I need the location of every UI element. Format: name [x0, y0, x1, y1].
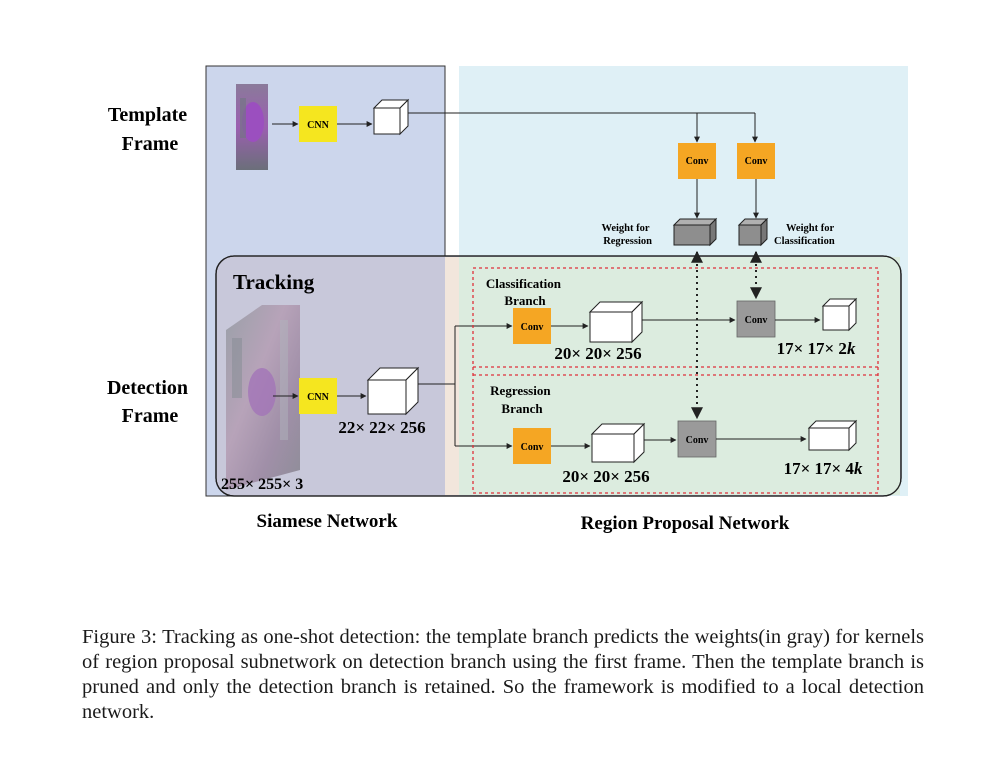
figure-caption: Figure 3: Tracking as one-shot detection… [82, 625, 924, 723]
reg-gray-conv-label: Conv [686, 435, 709, 446]
reg-feature-dims: 20× 20× 256 [562, 467, 649, 486]
rpn-label: Region Proposal Network [581, 513, 790, 534]
reg-gray-conv [677, 420, 717, 458]
template-reg-conv [678, 143, 716, 179]
detection-feature-dims: 22× 22× 256 [338, 418, 425, 437]
template-frame-label: Template Frame [108, 104, 192, 155]
cls-feature-dims: 20× 20× 256 [554, 344, 641, 363]
reg-conv [513, 428, 551, 464]
tracking-gap [445, 257, 459, 495]
cls-output-cube [821, 297, 858, 332]
classification-branch-label: Classification Branch [486, 276, 564, 308]
reg-conv-label: Conv [521, 442, 544, 453]
reg-output-dims: 17× 17× 4k [784, 459, 863, 478]
tracking-label: Tracking [233, 270, 315, 294]
cls-gray-conv [736, 300, 776, 338]
cls-conv-label: Conv [521, 322, 544, 333]
siamese-network-label: Siamese Network [257, 511, 398, 532]
detection-frame-label: Detection Frame [107, 377, 193, 427]
template-cnn-block [299, 106, 337, 142]
detection-image [226, 305, 300, 490]
weight-regression-cube [672, 217, 718, 247]
template-feature-cube [372, 98, 410, 136]
rpn-dashed-box [472, 267, 879, 494]
weight-classification-label: Weight for Classification [774, 223, 837, 247]
cls-gray-conv-label: Conv [745, 315, 768, 326]
weight-regression-label: Weight for Regression [601, 223, 652, 247]
template-cls-conv-label: Conv [745, 156, 768, 167]
template-cls-conv [737, 143, 775, 179]
regression-branch-label: Regression Branch [490, 383, 554, 416]
cls-output-dims: 17× 17× 2k [777, 339, 856, 358]
detection-cnn-label: CNN [307, 392, 329, 403]
architecture-diagram: Template Frame Detection Frame CNN Conv … [107, 65, 908, 534]
reg-output-cube [807, 419, 858, 452]
template-image [236, 84, 268, 170]
reg-feature-cube [590, 422, 646, 464]
weight-classification-cube [737, 217, 769, 247]
cls-conv [513, 308, 551, 344]
input-dims: 255× 255× 3 [221, 476, 303, 493]
template-reg-conv-label: Conv [686, 156, 709, 167]
detection-feature-cube [366, 366, 420, 416]
detection-cnn-block [299, 378, 337, 414]
cls-feature-cube [588, 300, 644, 344]
template-cnn-label: CNN [307, 120, 329, 131]
